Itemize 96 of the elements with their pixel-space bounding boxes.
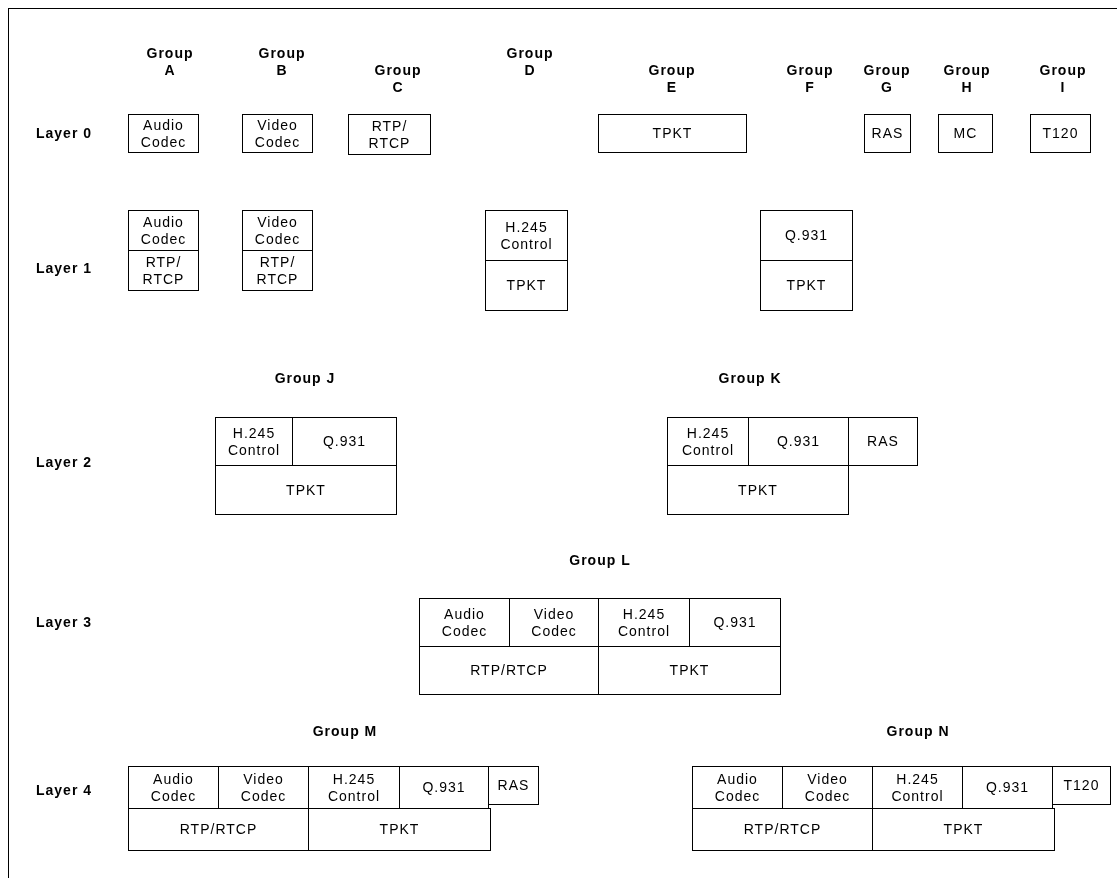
protocol-name: TPKT — [652, 125, 693, 142]
protocol-cell — [128, 808, 309, 851]
protocol-cell — [348, 114, 431, 155]
protocol-name: H.245 Control — [680, 424, 736, 459]
row-group-label: Group H — [942, 62, 992, 96]
protocol-name: Video Codec — [253, 213, 302, 248]
protocol-name: Video Codec — [253, 116, 302, 151]
protocol-name: MC — [953, 125, 978, 142]
protocol-name: TPKT — [286, 481, 326, 499]
protocol-name: H.245 Control — [499, 218, 554, 253]
protocol-name: Q.931 — [784, 227, 829, 244]
protocol-cell — [864, 114, 911, 153]
row-group-label: Layer 1 — [36, 260, 92, 277]
protocol-name: Video Codec — [530, 605, 578, 640]
row-group-label: Group A — [145, 45, 195, 79]
protocol-name: Video Codec — [803, 770, 852, 805]
row-group-label: Group M — [312, 723, 378, 740]
protocol-cell — [848, 417, 918, 466]
protocol-name: TPKT — [379, 821, 420, 838]
row-group-label: Group G — [862, 62, 912, 96]
protocol-name: Q.931 — [985, 779, 1030, 796]
protocol-name: TPKT — [506, 277, 547, 294]
protocol-cell — [598, 114, 747, 153]
row-group-label: Group J — [274, 370, 336, 387]
protocol-cell — [128, 114, 199, 153]
protocol-cell — [1030, 114, 1091, 153]
protocol-name: TPKT — [738, 481, 778, 499]
protocol-name: H.245 Control — [226, 424, 282, 459]
row-group-label: Group K — [718, 370, 782, 387]
row-group-label: Layer 4 — [36, 782, 92, 799]
protocol-cell — [760, 210, 853, 261]
protocol-name: Q.931 — [322, 433, 367, 450]
row-group-label: Group I — [1038, 62, 1088, 96]
protocol-cell — [692, 808, 873, 851]
protocol-cell — [419, 646, 599, 695]
protocol-cell — [938, 114, 993, 153]
row-group-label: Group C — [373, 62, 423, 96]
protocol-cell — [872, 808, 1055, 851]
protocol-name: Audio Codec — [139, 213, 188, 248]
protocol-name: Audio Codec — [139, 116, 188, 151]
row-group-label: Group F — [785, 62, 835, 96]
protocol-name: T120 — [1063, 777, 1100, 794]
protocol-cell — [242, 250, 313, 291]
protocol-name: H.245 Control — [890, 770, 945, 805]
protocol-cell — [308, 808, 491, 851]
protocol-cell — [215, 465, 397, 515]
protocol-cell — [488, 766, 539, 805]
row-group-label: Layer 2 — [36, 454, 92, 471]
protocol-cell — [292, 417, 397, 466]
protocol-cell — [598, 646, 781, 695]
protocol-cell — [1052, 766, 1111, 805]
protocol-cell — [689, 598, 781, 647]
protocol-cell — [419, 598, 510, 647]
protocol-name: H.245 Control — [616, 605, 672, 640]
protocol-name: RAS — [867, 433, 899, 450]
protocol-cell — [399, 766, 489, 809]
protocol-name: RTP/ RTCP — [141, 253, 186, 288]
row-group-label: Group E — [647, 62, 697, 96]
protocol-name: Audio Codec — [713, 770, 762, 805]
protocol-name: TPKT — [786, 277, 827, 294]
protocol-name: Audio Codec — [440, 605, 489, 640]
row-group-label: Group L — [569, 552, 631, 569]
protocol-cell — [760, 260, 853, 311]
protocol-cell — [128, 210, 199, 251]
protocol-name: RAS — [497, 777, 530, 794]
row-group-label: Layer 3 — [36, 614, 92, 631]
protocol-cell — [667, 465, 849, 515]
protocol-name: RTP/RTCP — [470, 662, 548, 679]
protocol-name: RTP/RTCP — [179, 821, 258, 838]
protocol-cell — [485, 260, 568, 311]
protocol-cell — [667, 417, 749, 466]
row-group-label: Group D — [505, 45, 555, 79]
protocol-cell — [485, 210, 568, 261]
protocol-cell — [215, 417, 293, 466]
protocol-name: RTP/ RTCP — [255, 253, 300, 288]
row-group-label: Group B — [257, 45, 307, 79]
protocol-name: TPKT — [669, 662, 710, 679]
protocol-cell — [242, 114, 313, 153]
protocol-name: T120 — [1042, 125, 1079, 142]
protocol-name: H.245 Control — [326, 770, 382, 805]
protocol-name: Audio Codec — [149, 770, 198, 805]
row-group-label: Layer 0 — [36, 125, 92, 142]
protocol-name: RTP/RTCP — [743, 821, 822, 838]
protocol-cell — [128, 766, 219, 809]
protocol-name: TPKT — [943, 821, 984, 838]
protocol-cell — [242, 210, 313, 251]
protocol-name: Video Codec — [239, 770, 288, 805]
protocol-cell — [128, 250, 199, 291]
protocol-name: Q.931 — [422, 779, 466, 796]
protocol-name: Q.931 — [713, 614, 757, 631]
protocol-name: Q.931 — [776, 433, 821, 450]
protocol-cell — [692, 766, 783, 809]
row-group-label: Group N — [886, 723, 950, 740]
protocol-name: RAS — [871, 125, 904, 142]
protocol-cell — [962, 766, 1053, 809]
protocol-name: RTP/ RTCP — [367, 117, 412, 152]
